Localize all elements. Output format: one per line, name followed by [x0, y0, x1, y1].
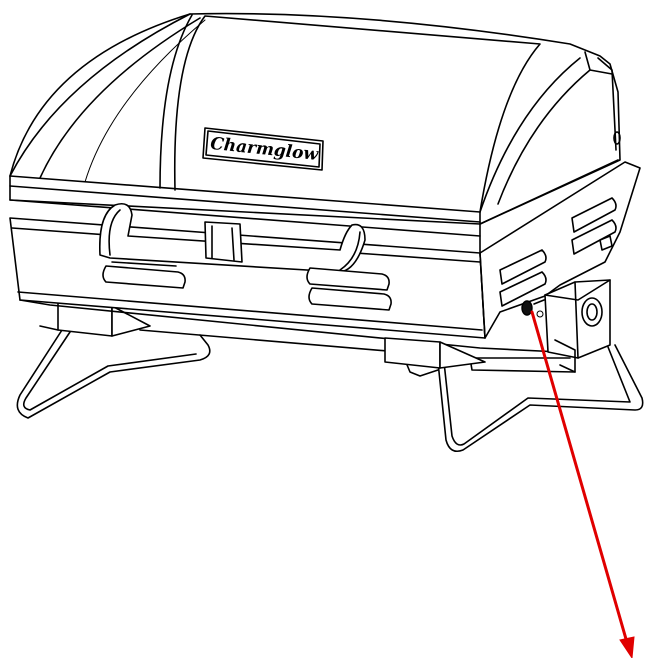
- control-panel: [521, 279, 611, 373]
- right-leg-bracket: [384, 337, 486, 369]
- grill-lid: [9, 12, 621, 254]
- arrowhead: [619, 636, 635, 658]
- ignition-button: [521, 300, 533, 316]
- front-vents: [102, 261, 392, 311]
- brand-logo-plate: Charmglow: [202, 127, 324, 171]
- side-vents: [499, 197, 617, 307]
- pointer-arrow: [530, 310, 635, 658]
- grill-legs: [16, 329, 644, 453]
- control-knob: [581, 297, 603, 327]
- lid-handle: [98, 202, 366, 273]
- pointer-line: [530, 310, 630, 648]
- left-leg-bracket: [39, 299, 151, 337]
